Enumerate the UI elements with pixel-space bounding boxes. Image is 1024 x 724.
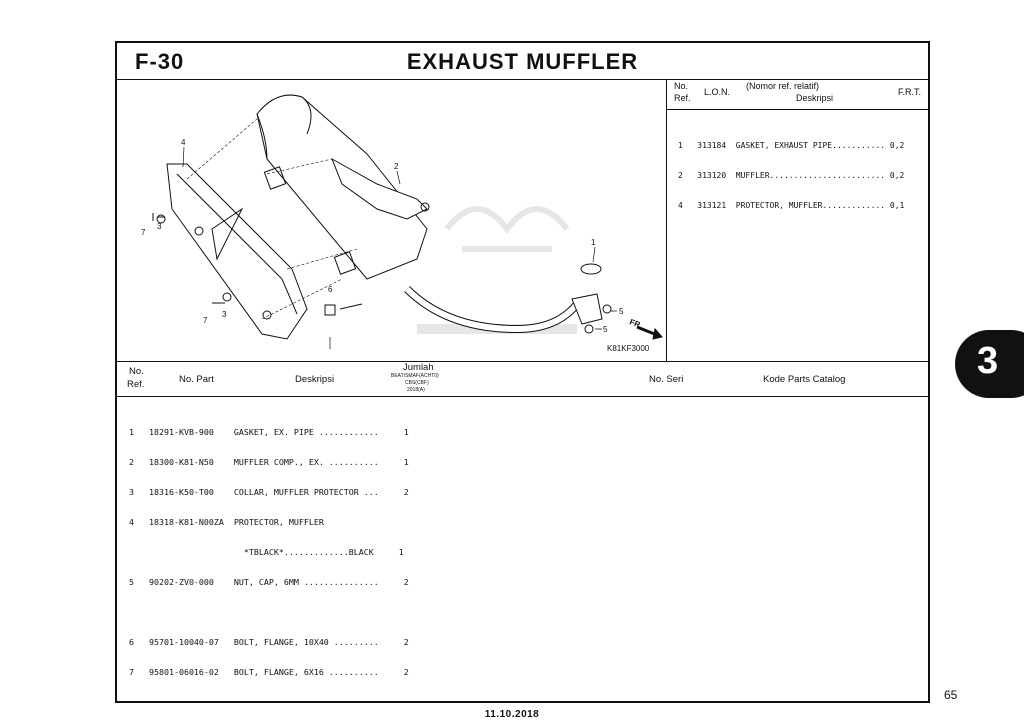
ref-header-no: No. <box>674 81 689 91</box>
parts-header-jumlah-sub1: BEAT/SMAF(ACHT0) <box>391 373 439 379</box>
parts-header-jumlah-sub2: CBS(CBF) <box>405 380 429 386</box>
callout-label: 5 <box>619 307 624 316</box>
table-row: 1 313184 GASKET, EXHAUST PIPE...........… <box>678 141 905 150</box>
table-row: 4 313121 PROTECTOR, MUFFLER.............… <box>678 201 905 210</box>
section-tab: 3 <box>955 330 1024 398</box>
diagram-code: K81KF3000 <box>607 344 650 353</box>
callout-label: 4 <box>181 138 186 147</box>
reference-table-rows: 1 313184 GASKET, EXHAUST PIPE...........… <box>678 121 904 231</box>
section-number: 3 <box>977 340 999 382</box>
parts-table-header: No. Ref. No. Part Deskripsi Jumlah BEAT/… <box>117 361 928 397</box>
table-row: 1 18291-KVB-900 GASKET, EX. PIPE .......… <box>129 427 409 437</box>
callout-label: 3 <box>157 222 162 231</box>
table-row: *TBLACK*.............BLACK 1 <box>129 547 404 557</box>
table-row: 3 18316-K50-T00 COLLAR, MUFFLER PROTECTO… <box>129 487 409 497</box>
ref-header-nomor: (Nomor ref. relatif) <box>746 81 820 91</box>
catalog-frame: F-30 EXHAUST MUFFLER <box>115 41 930 703</box>
exploded-diagram: 4 2 7 3 1 6 7 3 5 5 FR. K81KF3000 <box>117 79 667 361</box>
front-marker: FR. <box>628 317 643 330</box>
callout-label: 7 <box>141 228 146 237</box>
ref-header-ref: Ref. <box>674 93 691 103</box>
callout-label: 2 <box>394 162 399 171</box>
parts-header-no: No. <box>129 366 144 377</box>
parts-header-deskripsi: Deskripsi <box>295 374 335 385</box>
figure-header: F-30 EXHAUST MUFFLER <box>117 43 928 80</box>
reference-table-header: No. Ref. L.O.N. (Nomor ref. relatif) Des… <box>666 79 928 110</box>
table-row: 2 18300-K81-N50 MUFFLER COMP., EX. .....… <box>129 457 409 467</box>
callout-label: 7 <box>203 316 208 325</box>
table-row: 7 95801-06016-02 BOLT, FLANGE, 6X16 ....… <box>129 667 409 677</box>
print-date: 11.10.2018 <box>484 709 540 720</box>
ref-header-lon: L.O.N. <box>704 87 731 97</box>
table-row: 6 95701-10040-07 BOLT, FLANGE, 10X40 ...… <box>129 637 409 647</box>
muffler-drawing: 4 2 7 3 1 6 7 3 5 5 FR. K81KF3000 <box>141 94 663 353</box>
table-row <box>129 607 409 617</box>
parts-header-jumlah-sub3: 2018(A) <box>407 387 425 393</box>
parts-header-no-part: No. Part <box>179 374 214 385</box>
callout-label: 5 <box>603 325 608 334</box>
reference-table: No. Ref. L.O.N. (Nomor ref. relatif) Des… <box>666 79 928 361</box>
parts-header-no-seri: No. Seri <box>649 374 684 385</box>
parts-header-ref: Ref. <box>127 379 145 390</box>
callout-label: 3 <box>222 310 227 319</box>
ref-header-deskripsi: Deskripsi <box>796 93 834 103</box>
parts-header-catalog: Kode Parts Catalog <box>763 374 846 385</box>
page-number: 65 <box>944 688 958 702</box>
ref-header-frt: F.R.T. <box>898 87 922 97</box>
table-row: 5 90202-ZV0-000 NUT, CAP, 6MM ..........… <box>129 577 409 587</box>
callout-label: 6 <box>328 285 333 294</box>
table-row: 4 18318-K81-N00ZA PROTECTOR, MUFFLER <box>129 517 324 527</box>
callout-label: 1 <box>591 238 596 247</box>
table-row: 2 313120 MUFFLER........................… <box>678 171 905 180</box>
figure-title: EXHAUST MUFFLER <box>406 49 639 74</box>
parts-table-rows: 1 18291-KVB-900 GASKET, EX. PIPE .......… <box>129 407 409 697</box>
figure-number: F-30 <box>135 49 185 74</box>
parts-header-jumlah: Jumlah <box>403 362 434 373</box>
